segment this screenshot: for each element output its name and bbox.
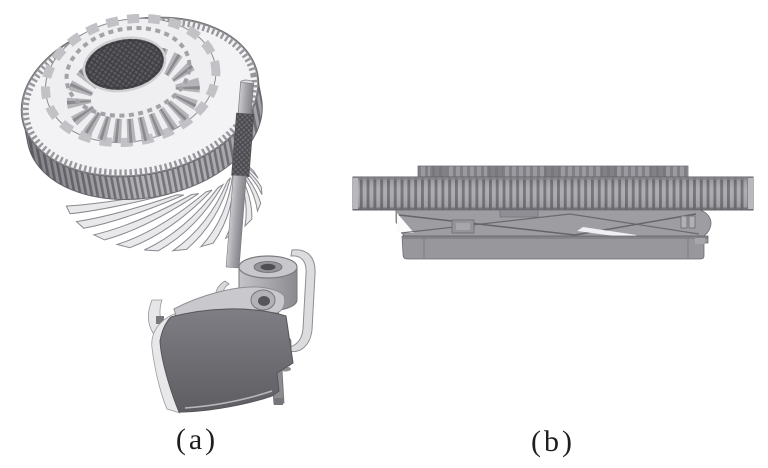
helical-tooth (144, 183, 225, 252)
panel-a-isometric-render (20, 13, 316, 414)
helical-tooth (115, 189, 213, 249)
carrier-shoulder (499, 209, 539, 218)
carrier-left-highlight (397, 213, 414, 233)
base-right-step (695, 238, 705, 244)
gear-rim-teeth (21, 17, 259, 177)
shaft-lower-section (225, 174, 247, 269)
side-carrier-plate (395, 209, 712, 238)
side-hub-band (417, 165, 689, 178)
pawl-left-notch (156, 316, 164, 324)
sector-pawl (147, 280, 294, 414)
panel-a-caption: (a) (176, 423, 218, 456)
shaft-upper-section (237, 82, 254, 115)
carrier-spring-slot-2 (688, 215, 696, 229)
panel-b-caption: (b) (531, 425, 575, 458)
helical-tooth (75, 194, 184, 229)
gear-rim-shading (23, 74, 263, 200)
helical-tooth (171, 177, 231, 252)
helical-tooth (92, 193, 199, 241)
input-shaft (225, 79, 255, 269)
base-top-shade (403, 236, 708, 239)
side-gear-rim (352, 176, 754, 211)
splined-bore (82, 36, 167, 93)
pawl-face (159, 308, 294, 413)
carrier-tab-inner (456, 223, 470, 230)
pawl-bottom-highlight (184, 390, 273, 409)
carrier-spring-slot (680, 215, 688, 229)
carrier-sliver-highlight (577, 227, 637, 238)
panel-b-side-view-render (352, 165, 754, 260)
side-base-plate (401, 235, 709, 260)
ring-gear (20, 13, 263, 200)
pawl-pivot-bore (258, 296, 270, 306)
